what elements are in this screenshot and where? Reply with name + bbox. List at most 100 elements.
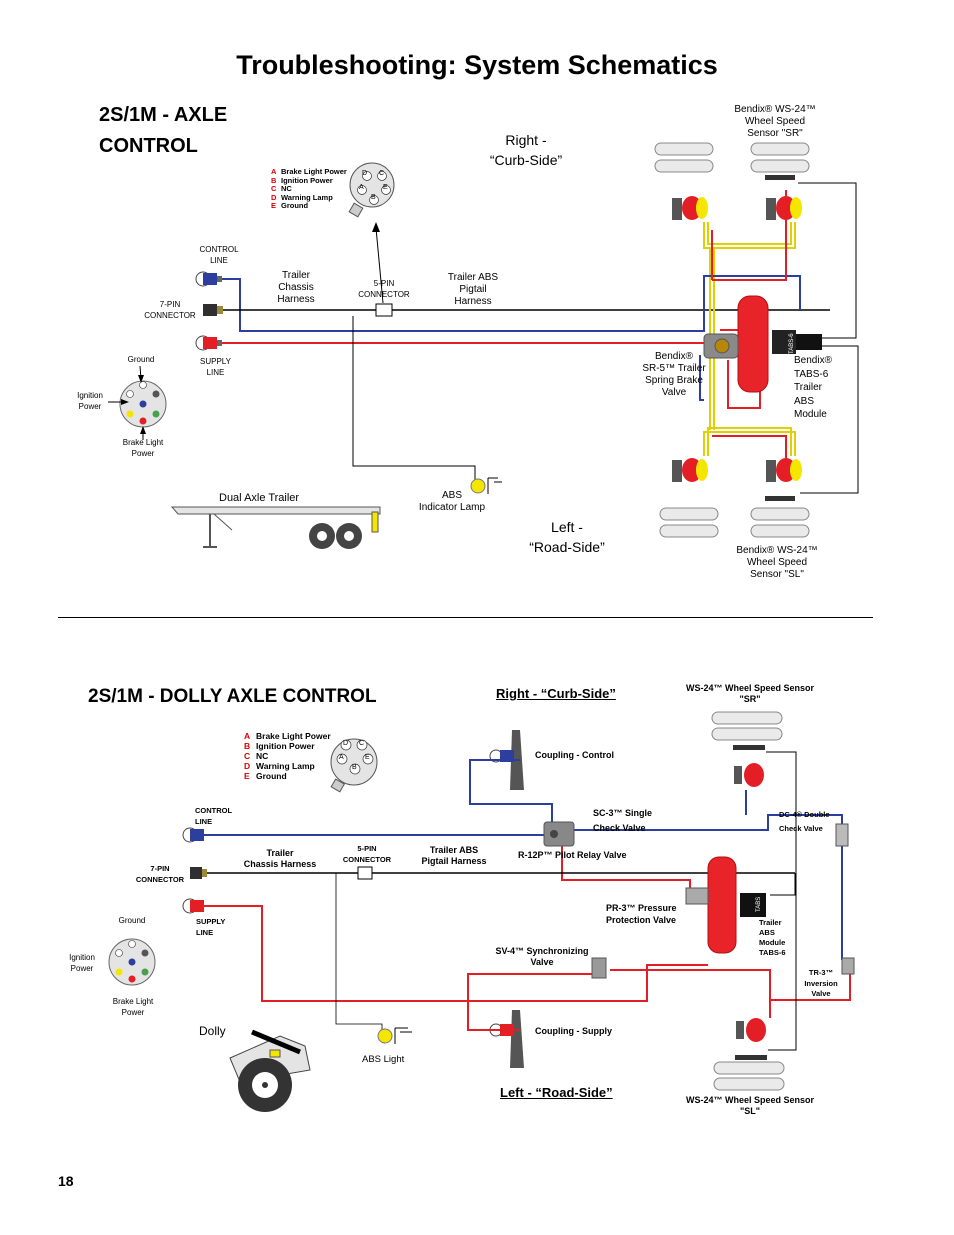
sensor-sl-label: Bendix® WS-24™ Wheel Speed Sensor "SL" — [722, 545, 832, 581]
bottom-7pin-face — [108, 938, 156, 986]
plug-letter-d: D — [362, 170, 368, 177]
plug-letter-a: A — [359, 184, 364, 191]
left-side-line1: Left - — [551, 519, 583, 535]
tabs6-line4: ABS — [794, 395, 815, 407]
bottom-ground-label: Ground — [118, 916, 146, 925]
sr5-line1: Bendix® — [655, 351, 693, 362]
bottom-trailer-chassis-label: Trailer Chassis Harness — [234, 848, 326, 870]
bottom-sv4-valve — [591, 957, 607, 979]
bottom-tabs-line4: TABS-6 — [759, 948, 786, 957]
top-7pin-face — [119, 380, 167, 428]
bottom-sensor-sr-line2: "SR" — [739, 694, 761, 704]
page-number: 18 — [58, 1173, 74, 1189]
sr5-line4: Valve — [661, 387, 687, 398]
bottom-sensor-sr — [733, 745, 765, 750]
top-dual-axle-trailer — [170, 506, 381, 549]
tabs6-line3: Trailer — [794, 382, 822, 393]
sv4-label: SV-4™ Synchronizing Valve — [486, 946, 598, 968]
top-air-tank — [737, 295, 769, 393]
dolly-label: Dolly — [199, 1024, 226, 1038]
bottom-dolly — [229, 1029, 311, 1112]
bottom-five-pin-line2: CONNECTOR — [342, 855, 392, 864]
sc3-label: SC-3™ Single Check Valve — [593, 806, 652, 836]
bottom-sensor-sr-label: WS-24™ Wheel Speed Sensor "SR" — [670, 683, 830, 705]
section-divider — [58, 617, 873, 618]
bottom-sensor-sl-line1: WS-24™ Wheel Speed Sensor — [685, 1095, 815, 1105]
bottom-tr3-valve — [841, 957, 855, 975]
bottom-sensor-sr-line1: WS-24™ Wheel Speed Sensor — [685, 683, 815, 693]
plug-letter-b: B — [371, 194, 376, 201]
bottom-supply-line1: SUPPLY — [196, 917, 226, 926]
left-road-side-label: Left - “Road-Side” — [522, 517, 612, 557]
bottom-seven-pin-plug — [190, 867, 207, 879]
sensor-sl-line3: Sensor "SL" — [750, 569, 804, 580]
seven-pin-label: 7-PIN CONNECTOR — [144, 300, 196, 320]
bottom-control-line-label: CONTROL LINE — [195, 805, 232, 827]
top-tires — [654, 142, 810, 538]
bottom-five-pin-label: 5-PIN CONNECTOR — [334, 843, 400, 865]
bottom-tabs-line2: ABS — [759, 928, 775, 937]
tabs6-line1: Bendix® — [794, 355, 832, 366]
sr5-line3: Spring Brake — [645, 375, 703, 386]
bottom-brake-light-line1: Brake Light — [112, 997, 154, 1006]
top-seven-pin-plug — [203, 304, 223, 316]
bottom-dc4-valve — [835, 823, 849, 847]
bottom-control-line2: LINE — [195, 817, 213, 826]
control-line-label: CONTROL LINE — [199, 245, 239, 265]
right-side-line1: Right - — [505, 132, 547, 148]
plug2-letter-b: B — [352, 764, 357, 771]
sensor-sr-label: Bendix® WS-24™ Wheel Speed Sensor "SR" — [720, 104, 830, 140]
abs-lamp-line1: ABS — [441, 490, 462, 501]
right-curb-side-label: Right - “Curb-Side” — [486, 130, 566, 170]
ground-label: Ground — [127, 355, 155, 364]
bottom-ignition-line2: Power — [70, 964, 94, 973]
sensor-sr-line1: Bendix® WS-24™ — [734, 104, 816, 115]
dc4-line1: DC-4® Double — [779, 810, 830, 819]
sc3-line1: SC-3™ Single — [593, 808, 653, 818]
tabs6-label: Bendix® TABS-6 Trailer ABS Module — [794, 354, 832, 422]
sensor-sl-line2: Wheel Speed — [746, 557, 808, 568]
top-tabs-label: TABS-6 — [789, 333, 795, 354]
bottom-brake-light-line2: Power — [121, 1008, 145, 1017]
tabs6-line2: TABS-6 — [794, 368, 829, 380]
bottom-seven-pin-label: 7-PIN CONNECTOR — [128, 863, 192, 885]
r12p-label: R-12P™ Pilot Relay Valve — [518, 850, 627, 860]
dolly-control-heading: 2S/1M - DOLLY AXLE CONTROL — [88, 686, 377, 707]
bottom-trailer-chassis-line2: Chassis Harness — [243, 859, 317, 869]
sensor-sl-line1: Bendix® WS-24™ — [736, 545, 818, 556]
bottom-trailer-chassis-line1: Trailer — [266, 848, 294, 858]
pr3-line2: Protection Valve — [606, 915, 677, 925]
abs-light-label: ABS Light — [362, 1054, 405, 1065]
bottom-pigtail-label: Trailer ABS Pigtail Harness — [412, 845, 496, 867]
sr5-line2: SR-5™ Trailer — [642, 363, 706, 374]
top-sensor-sr — [765, 175, 795, 180]
bottom-control-line1: CONTROL — [195, 806, 233, 815]
tr3-label: TR-3™ Inversion Valve — [796, 968, 846, 1000]
sv4-line2: Valve — [530, 957, 554, 967]
trailer-chassis-label: Trailer Chassis Harness — [277, 270, 315, 305]
tr3-line1: TR-3™ — [808, 968, 834, 977]
plug-letter-c: C — [379, 170, 385, 177]
top-control-gladhand — [195, 271, 222, 287]
sv4-line1: SV-4™ Synchronizing — [495, 946, 589, 956]
top-tabs6-module — [772, 330, 822, 354]
dc4-line2: Check Valve — [779, 824, 823, 833]
plug-letter-e: E — [383, 184, 388, 191]
axle-heading-line1: 2S/1M - AXLE — [99, 104, 228, 126]
axle-heading-line2: CONTROL — [99, 135, 198, 157]
ignition-power-label: Ignition Power — [77, 391, 103, 411]
bottom-coupling-supply — [489, 1010, 524, 1068]
plug2-letter-d: D — [343, 740, 349, 747]
top-sr5-valve — [703, 333, 739, 359]
tr3-line2: Inversion — [804, 978, 838, 988]
brake-light-label: Brake Light Power — [122, 438, 164, 458]
page-title: Troubleshooting: System Schematics — [236, 50, 718, 80]
